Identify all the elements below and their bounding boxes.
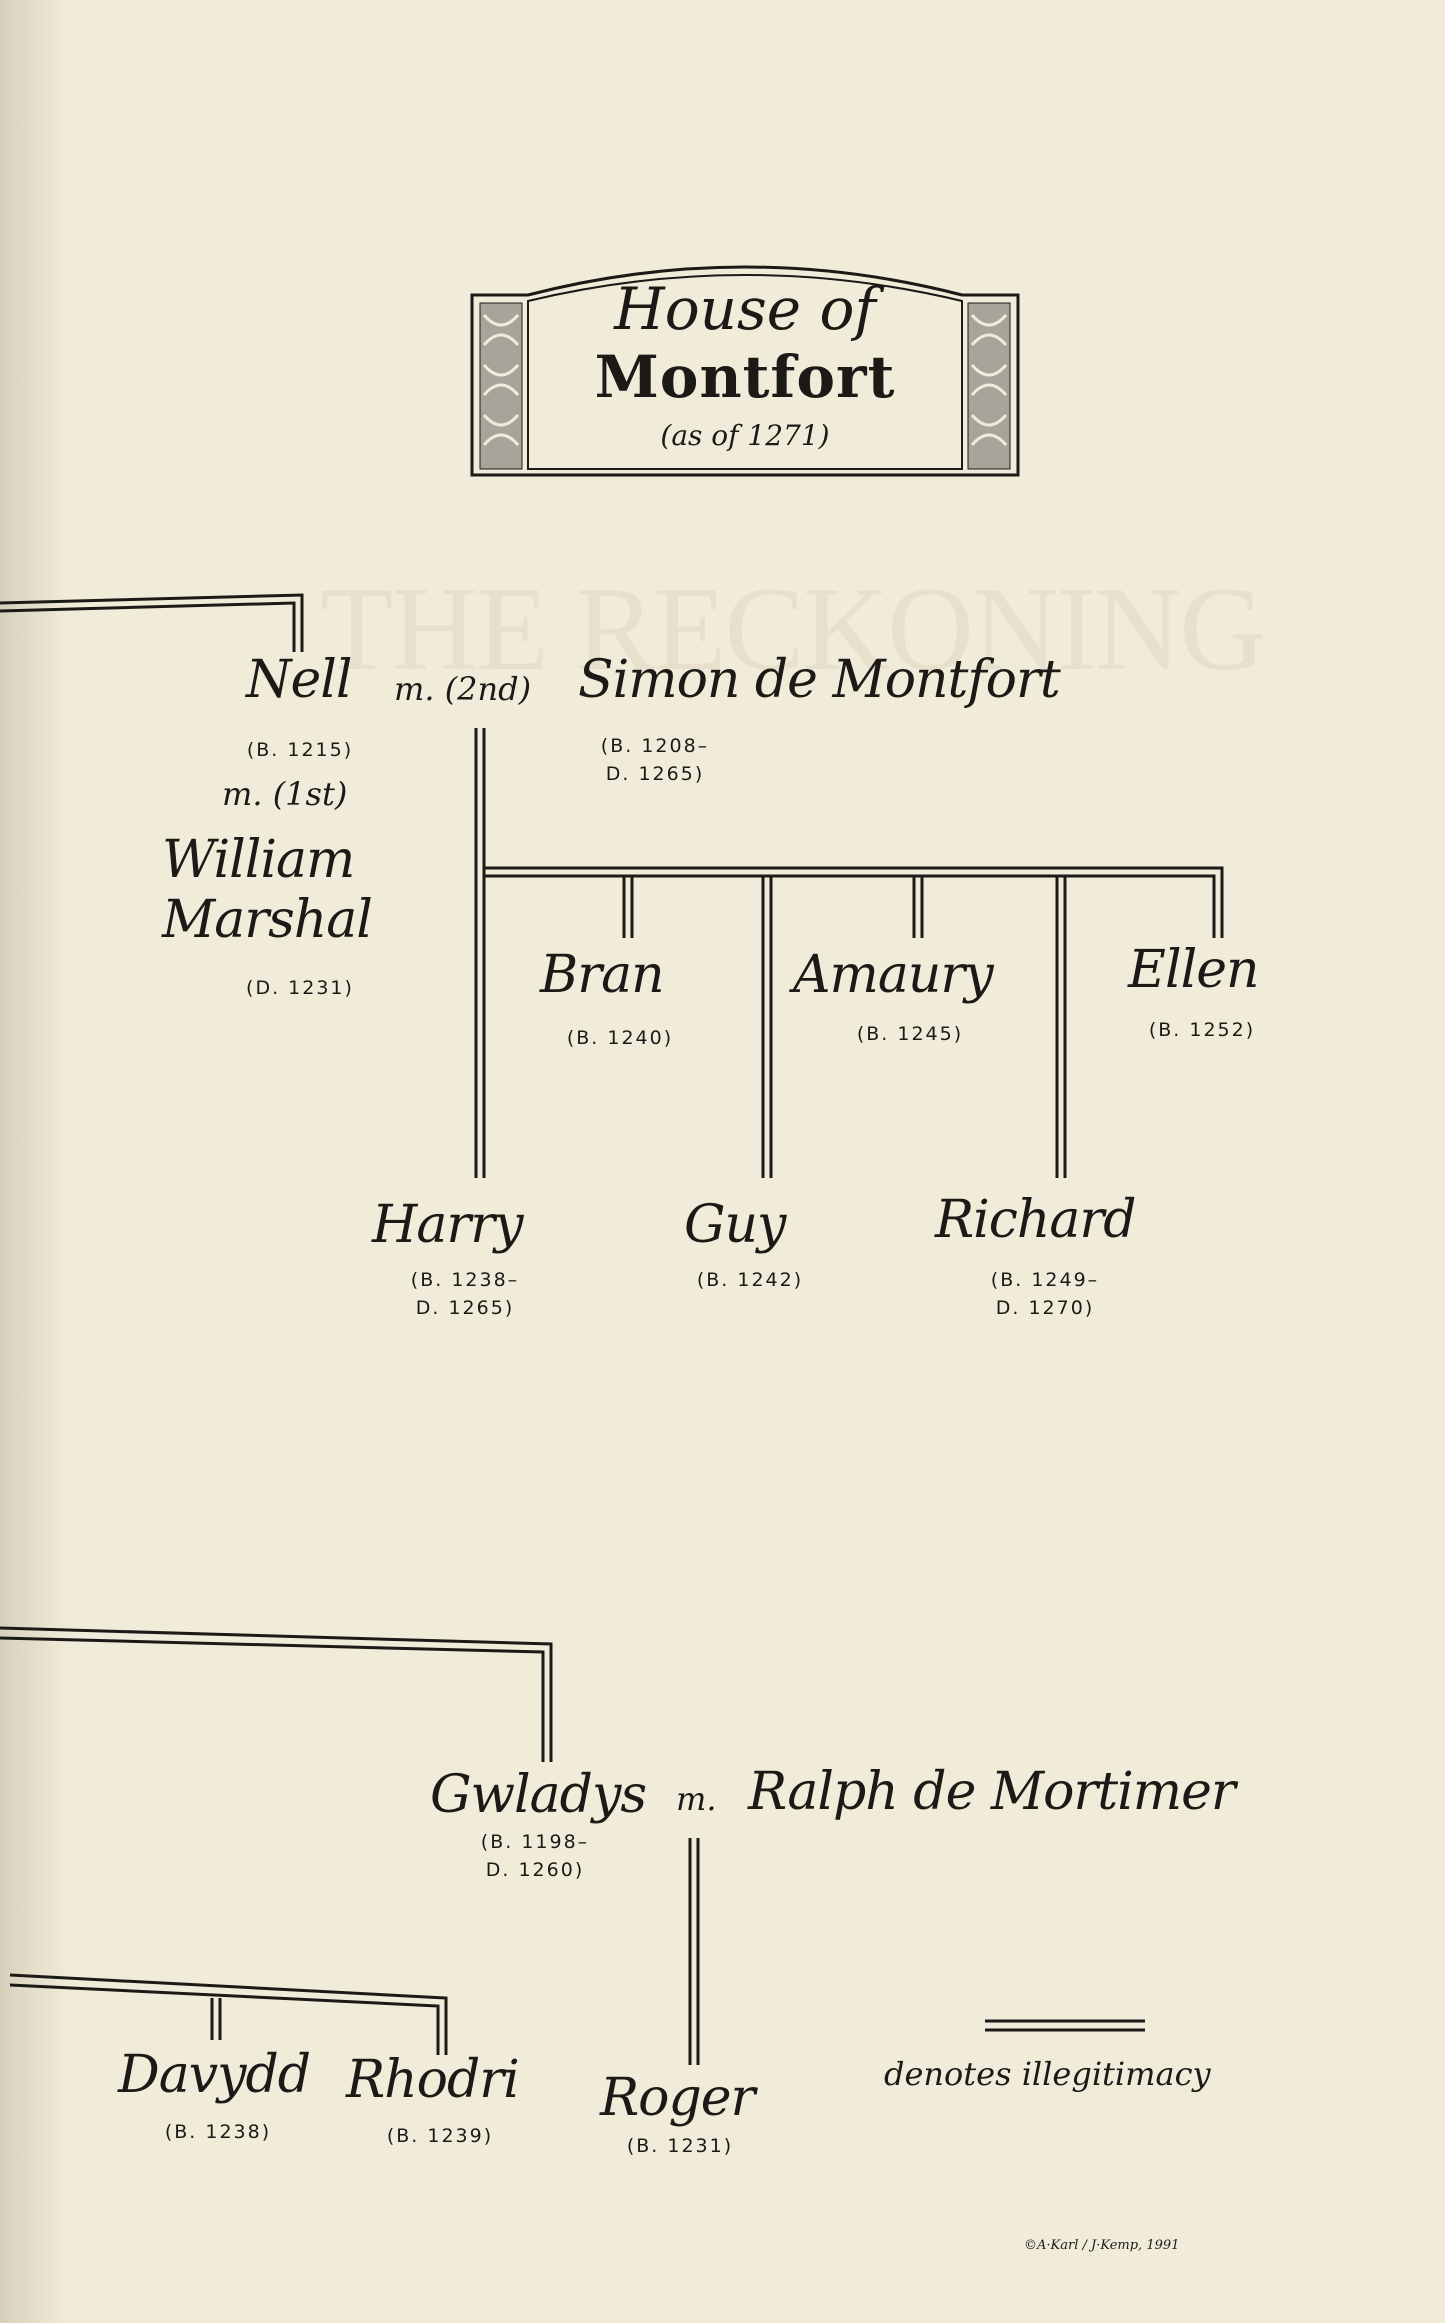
person-amaury: Amaury: [793, 945, 994, 1005]
person-gwladys: Gwladys: [430, 1765, 647, 1825]
richard-drop: [1055, 876, 1067, 1178]
dates-simon: (B. 1208– D. 1265): [600, 735, 710, 785]
dates-harry: (B. 1238– D. 1265): [410, 1269, 520, 1319]
title-line-2: Montfort: [594, 343, 896, 411]
dates-davydd: (B. 1238): [164, 2121, 272, 2143]
dates-gwladys: (B. 1198– D. 1260): [480, 1831, 590, 1881]
celtic-knot-icon: [482, 313, 1008, 447]
dates-guy: (B. 1242): [696, 1269, 804, 1291]
guy-drop: [761, 876, 773, 1178]
person-ralph-de-mortimer: Ralph de Mortimer: [748, 1762, 1236, 1822]
legend-illegitimacy-line: [985, 2019, 1145, 2032]
roger-trunk: [688, 1838, 700, 2065]
person-nell: Nell: [246, 650, 353, 710]
dates-amaury: (B. 1245): [856, 1023, 964, 1045]
dates-roger: (B. 1231): [626, 2135, 734, 2157]
bleed-through-text: THE RECKONING: [320, 562, 1266, 695]
children-bar-inner: [484, 874, 1216, 938]
copyright-credit: ©A·Karl / J·Kemp, 1991: [1024, 2238, 1180, 2253]
dates-ellen: (B. 1252): [1148, 1019, 1256, 1041]
marriage-label-nell-william: m. (1st): [222, 775, 348, 813]
bran-drop: [622, 876, 634, 938]
dates-nell: (B. 1215): [246, 739, 354, 761]
person-ellen: Ellen: [1128, 940, 1259, 1000]
title-cartouche: House of Montfort (as of 1271): [470, 255, 1020, 477]
davydd-drop: [210, 1998, 222, 2040]
dates-richard: (B. 1249– D. 1270): [990, 1269, 1100, 1319]
person-rhodri: Rhodri: [346, 2050, 520, 2110]
dates-bran: (B. 1240): [566, 1027, 674, 1049]
person-bran: Bran: [540, 945, 665, 1005]
marriage-label-gwladys-ralph: m.: [676, 1780, 717, 1818]
person-william-marshal: William Marshal: [162, 830, 373, 950]
children-bar: [484, 866, 1224, 938]
nell-ancestry-line-inner: [0, 601, 296, 652]
person-guy: Guy: [684, 1195, 786, 1255]
title-date: (as of 1271): [660, 419, 830, 452]
amaury-drop: [912, 876, 924, 938]
title-line-1: House of: [614, 275, 876, 343]
legend-text: denotes illegitimacy: [884, 2055, 1211, 2093]
person-roger: Roger: [600, 2068, 755, 2128]
cartouche-frame: [470, 265, 1020, 477]
person-harry: Harry: [372, 1195, 523, 1255]
page-gutter-shadow: [0, 0, 70, 2323]
dates-william: (D. 1231): [246, 977, 354, 999]
person-davydd: Davydd: [118, 2045, 311, 2105]
dates-rhodri: (B. 1239): [386, 2125, 494, 2147]
sibling-bar: [9, 1973, 448, 2055]
person-simon: Simon de Montfort: [578, 650, 1061, 710]
nell-ancestry-line: [0, 593, 304, 652]
person-richard: Richard: [935, 1190, 1137, 1250]
gwladys-illegitimacy-line: [0, 1626, 553, 1762]
marriage-label-nell-simon: m. (2nd): [394, 670, 532, 708]
